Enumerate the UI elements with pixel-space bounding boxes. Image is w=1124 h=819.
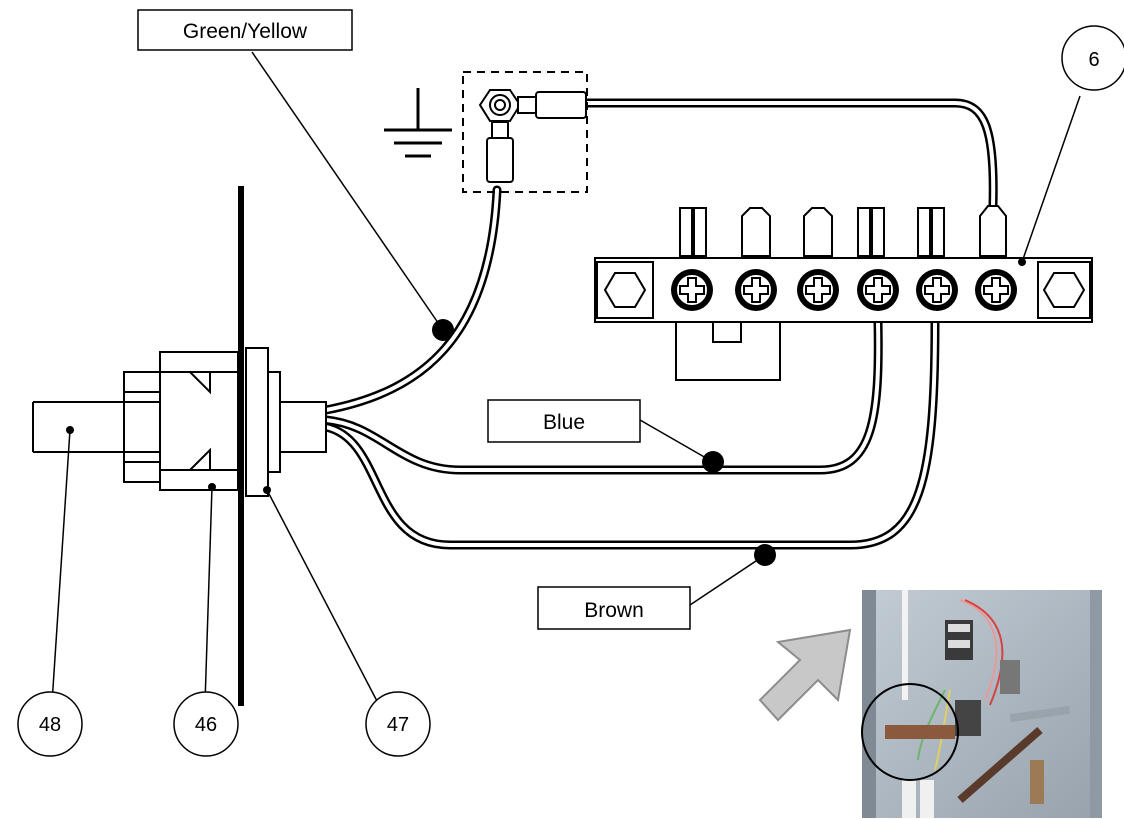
terminal-screws bbox=[671, 269, 1017, 311]
cable-gland-46 bbox=[123, 351, 239, 491]
callout-6-text: 6 bbox=[1088, 49, 1099, 71]
terminal-block bbox=[594, 257, 1093, 381]
terminal-lugs bbox=[679, 205, 1007, 257]
label-blue-text: Blue bbox=[543, 411, 585, 434]
wires bbox=[321, 98, 998, 550]
earth-stud bbox=[462, 71, 588, 193]
callout-48: 48 bbox=[17, 691, 83, 757]
inset-photo bbox=[861, 590, 1102, 818]
lock-nut-47 bbox=[245, 347, 327, 497]
label-green-yellow: Green/Yellow bbox=[137, 9, 353, 51]
label-green-yellow-text: Green/Yellow bbox=[183, 20, 308, 43]
callout-47: 47 bbox=[365, 691, 431, 757]
callout-46-text: 46 bbox=[195, 714, 217, 736]
leader-lines bbox=[51, 51, 1081, 704]
label-brown-text: Brown bbox=[584, 599, 644, 622]
callout-6: 6 bbox=[1061, 25, 1124, 91]
earth-ground-icon bbox=[384, 88, 452, 158]
callout-46: 46 bbox=[173, 691, 239, 757]
callout-48-text: 48 bbox=[39, 714, 61, 736]
cable-48 bbox=[32, 401, 124, 453]
label-blue: Blue bbox=[487, 399, 641, 443]
leader-dots bbox=[66, 258, 1026, 566]
pointer-arrow-icon bbox=[758, 628, 852, 722]
callout-47-text: 47 bbox=[387, 714, 409, 736]
panel-wall bbox=[238, 186, 244, 706]
label-brown: Brown bbox=[537, 586, 691, 630]
